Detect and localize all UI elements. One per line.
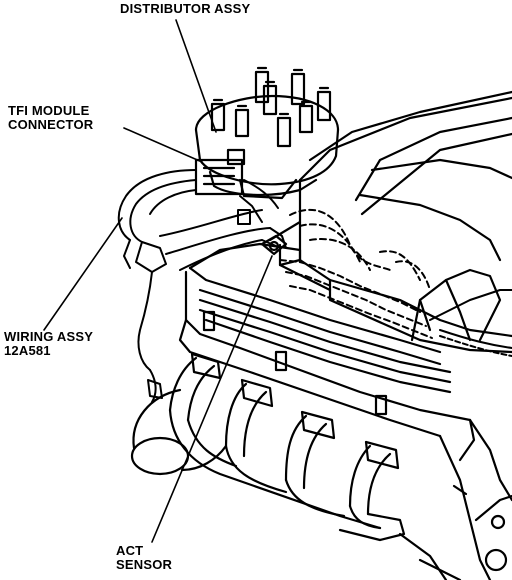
label-act-line1: ACT	[116, 543, 144, 558]
label-wiring-assy: WIRING ASSY 12A581	[4, 330, 93, 358]
label-wiring-line1: WIRING ASSY	[4, 329, 94, 344]
label-wiring-line2: 12A581	[4, 343, 51, 358]
distributor-cap	[194, 66, 340, 200]
exhaust-manifold	[130, 352, 406, 542]
tfi-connector	[194, 148, 246, 196]
label-tfi-line2: CONNECTOR	[8, 117, 94, 132]
label-act-sensor: ACT SENSOR	[116, 544, 172, 572]
vacuum-lines	[279, 208, 433, 339]
label-distributor-assy: DISTRIBUTOR ASSY	[120, 2, 250, 16]
act-sensor	[260, 234, 288, 256]
label-tfi-line1: TFI MODULE	[8, 103, 90, 118]
label-distributor-text: DISTRIBUTOR ASSY	[120, 1, 251, 16]
engine-block	[398, 418, 512, 580]
label-tfi-module-connector: TFI MODULE CONNECTOR	[8, 104, 93, 132]
right-loom	[429, 289, 512, 357]
wiring-harness	[117, 169, 287, 403]
valve-cover	[178, 242, 476, 462]
leader-lines	[43, 19, 273, 543]
label-act-line2: SENSOR	[116, 557, 173, 572]
